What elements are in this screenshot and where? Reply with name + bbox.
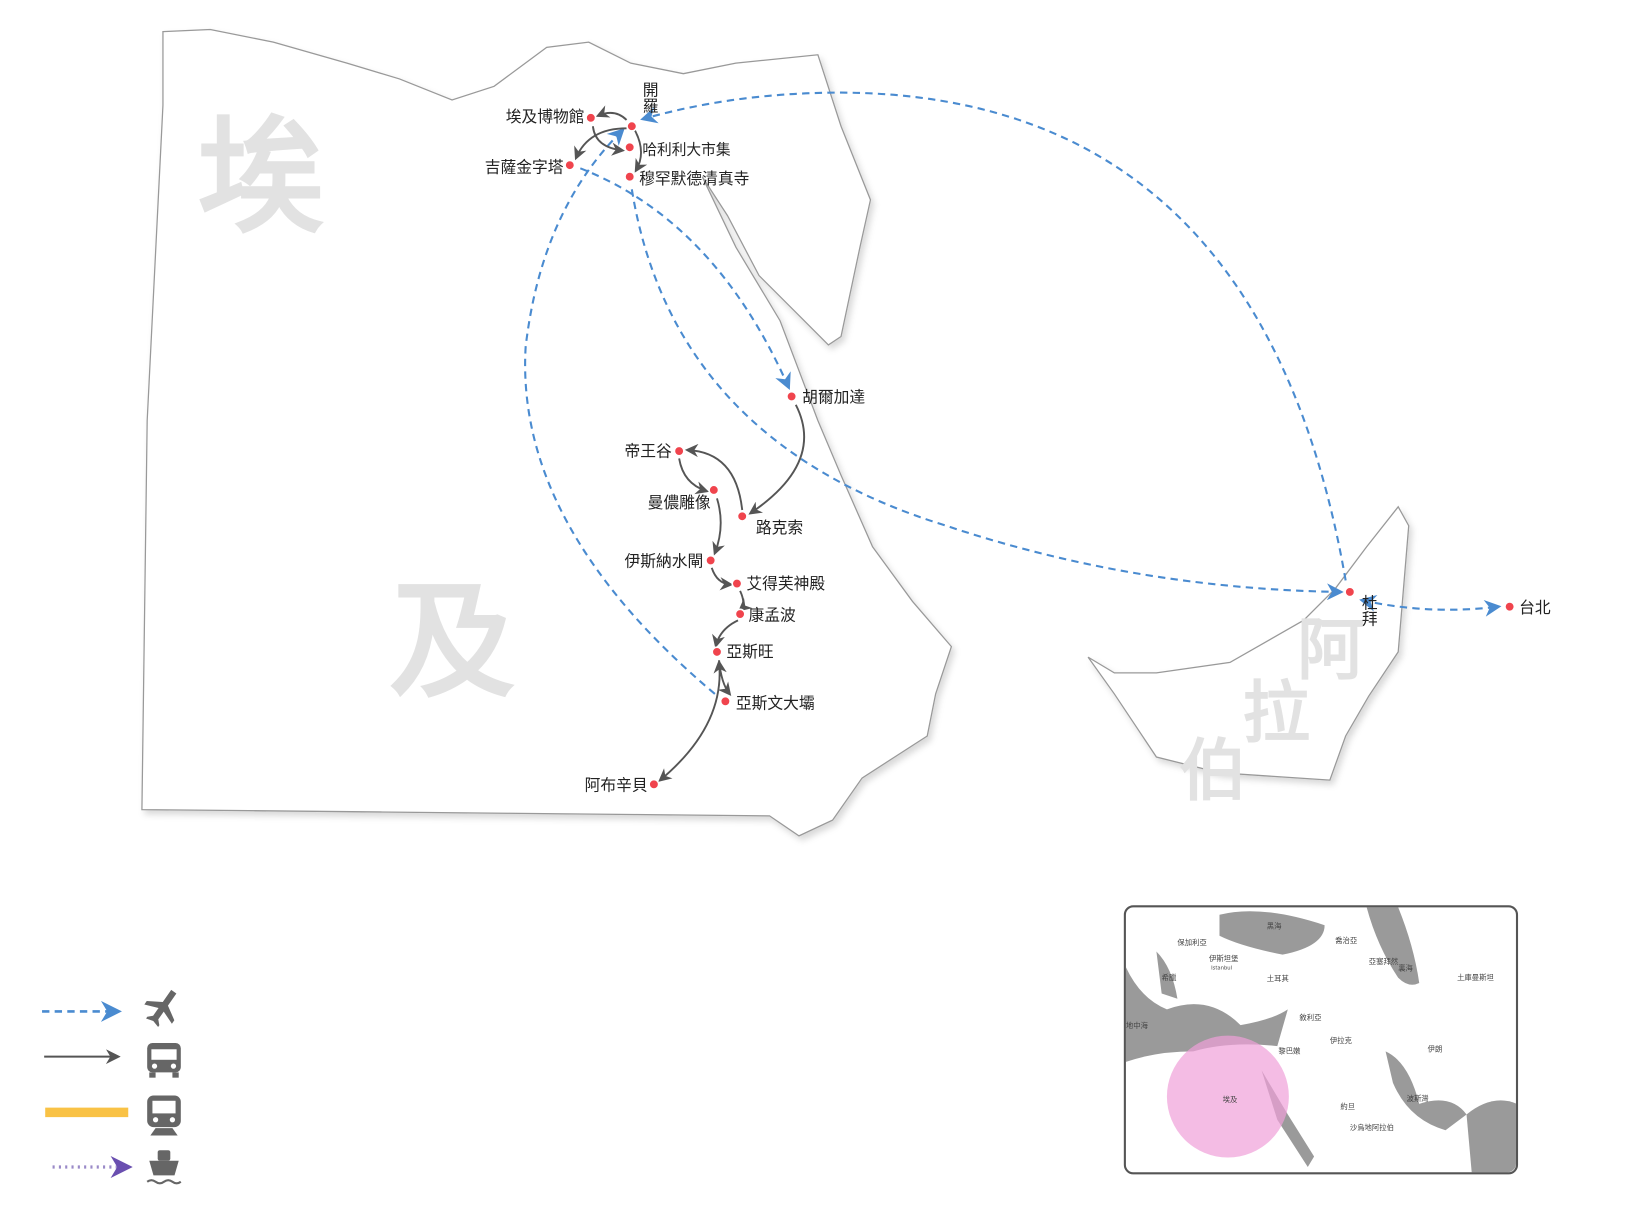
country-label-uae-1: 阿 — [1297, 611, 1364, 689]
inset-locator-map: 黑海 喬治亞 裏海 保加利亞 伊斯坦堡 Istanbul 希臘 土耳其 亞塞拜然… — [1123, 905, 1519, 1175]
label-esna: 伊斯納水閘 — [625, 552, 704, 571]
inset-label: 保加利亞 — [1177, 938, 1206, 947]
inset-label: 伊拉克 — [1330, 1036, 1353, 1045]
marker-taipei[interactable] — [1504, 601, 1516, 613]
label-hurghada: 胡爾加達 — [802, 388, 865, 407]
inset-label: 伊朗 — [1428, 1044, 1443, 1053]
country-label-egypt-1: 埃 — [198, 104, 325, 251]
label-luxor: 路克索 — [756, 518, 803, 537]
inset-label: 亞塞拜然 — [1369, 957, 1399, 966]
marker-esna[interactable] — [705, 554, 717, 566]
label-mosque: 穆罕默德清真寺 — [639, 169, 749, 188]
inset-label: 黎巴嫩 — [1278, 1046, 1301, 1055]
airplane-icon — [144, 989, 177, 1027]
inset-label: 黑海 — [1267, 921, 1282, 930]
egypt-outline — [141, 28, 953, 837]
train-icon — [147, 1095, 181, 1136]
marker-dam[interactable] — [719, 695, 731, 707]
bus-icon — [147, 1042, 181, 1078]
inset-label: 喬治亞 — [1335, 936, 1357, 945]
flight-taipei-dubai — [1359, 595, 1502, 617]
inset-label: 希臘 — [1162, 973, 1177, 982]
marker-hurghada[interactable] — [786, 390, 798, 402]
label-taipei: 台北 — [1519, 598, 1551, 617]
inset-label: 地中海 — [1126, 1021, 1149, 1030]
inset-label: 伊斯坦堡 — [1209, 954, 1239, 963]
inset-label: 土耳其 — [1267, 974, 1289, 983]
inset-label: 埃及 — [1223, 1095, 1238, 1104]
uae-outline — [1087, 505, 1410, 781]
place-markers: 開羅 埃及博物館 哈利利大市集 吉薩金字塔 穆罕默德清真寺 胡爾加達 帝王谷 曼… — [485, 82, 1551, 795]
bus-routes — [574, 105, 805, 782]
marker-khan[interactable] — [624, 141, 636, 153]
marker-dubai[interactable] — [1344, 586, 1356, 598]
label-abusimbel: 阿布辛貝 — [585, 776, 648, 795]
marker-aswan[interactable] — [711, 646, 723, 658]
country-label-uae-3: 伯 — [1180, 732, 1247, 810]
inset-label: 沙烏地阿拉伯 — [1350, 1123, 1394, 1132]
marker-giza[interactable] — [564, 159, 576, 171]
country-label-uae-2: 拉 — [1243, 674, 1310, 752]
label-valley: 帝王谷 — [625, 441, 672, 460]
marker-abusimbel[interactable] — [648, 778, 660, 790]
marker-mosque[interactable] — [624, 171, 636, 183]
label-giza: 吉薩金字塔 — [485, 158, 564, 177]
ship-icon — [146, 1150, 182, 1185]
marker-edfu[interactable] — [731, 578, 743, 590]
label-aswan: 亞斯旺 — [726, 642, 773, 661]
inset-label: 裏海 — [1398, 963, 1413, 972]
marker-cairo[interactable] — [626, 120, 638, 132]
label-komombo: 康孟波 — [749, 605, 796, 624]
marker-memnon[interactable] — [708, 484, 720, 496]
marker-museum[interactable] — [585, 112, 597, 124]
inset-label: 敘利亞 — [1299, 1013, 1321, 1022]
marker-komombo[interactable] — [734, 608, 746, 620]
marker-valley[interactable] — [673, 445, 685, 457]
inset-label: Istanbul — [1211, 965, 1232, 971]
inset-label: 土庫曼斯坦 — [1457, 973, 1494, 982]
flight-dubai-cairo — [640, 91, 1347, 581]
flight-routes — [524, 91, 1502, 695]
label-memnon: 曼儂雕像 — [648, 493, 711, 512]
marker-luxor[interactable] — [736, 510, 748, 522]
flight-aswan-cairo — [524, 128, 716, 695]
label-dam: 亞斯文大壩 — [736, 694, 815, 713]
country-label-egypt-2: 及 — [389, 569, 515, 716]
legend — [42, 989, 182, 1185]
label-khan: 哈利利大市集 — [642, 142, 731, 159]
label-edfu: 艾得芙神殿 — [746, 574, 825, 593]
inset-label: 波斯灣 — [1407, 1094, 1429, 1103]
flight-giza-hurghada — [579, 167, 791, 391]
inset-label: 約旦 — [1340, 1102, 1355, 1111]
inset-egypt-highlight — [1166, 1035, 1289, 1158]
label-museum: 埃及博物館 — [506, 107, 585, 126]
